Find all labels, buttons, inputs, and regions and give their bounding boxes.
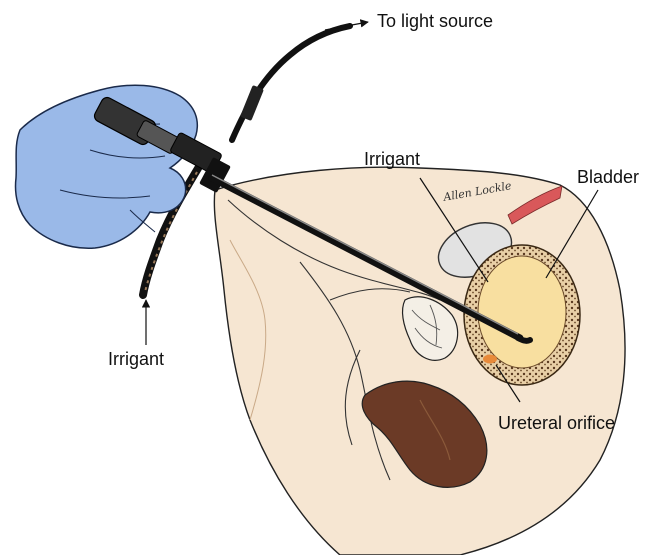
irrigant-label-bottom: Irrigant (108, 350, 164, 368)
to-light-source-label: To light source (377, 12, 493, 30)
ureteral-orifice-label: Ureteral orifice (498, 414, 615, 432)
bladder-label: Bladder (577, 168, 639, 186)
irrigant-label-top: Irrigant (364, 150, 420, 168)
light-connector (240, 85, 264, 121)
ureteral-orifice-spot (483, 355, 497, 364)
light-cable (232, 26, 350, 140)
bladder-lumen (478, 256, 566, 368)
